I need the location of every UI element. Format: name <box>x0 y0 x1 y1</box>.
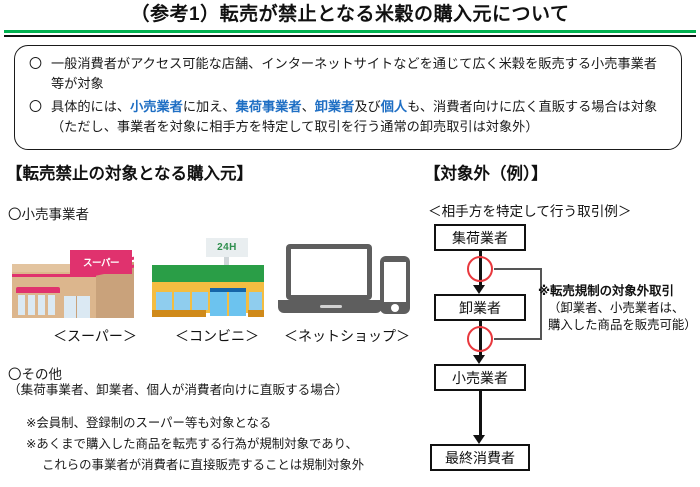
title-rule-black <box>4 35 696 37</box>
right-section-heading: 【対象外（例）】 <box>424 165 548 183</box>
convenience-store-window <box>249 292 262 310</box>
convenience-store-window <box>156 292 172 310</box>
note-line-1: ※会員制、登録制のスーパー等も対象となる <box>26 416 272 430</box>
flow-node-retailer: 小売業者 <box>434 364 526 391</box>
convenience-store-door <box>210 292 246 316</box>
supermarket-front-stripe <box>12 274 96 277</box>
supermarket-roof <box>12 264 96 273</box>
convenience-store-band <box>152 282 264 290</box>
flow-arrowhead-3 <box>473 435 485 444</box>
laptop-smartphone-icon <box>278 240 412 318</box>
convenience-store-icon: 24H <box>148 238 268 318</box>
convenience-store-door-frame <box>210 288 246 292</box>
bullet-item-2: 〇 具体的には、小売業者に加え、集荷事業者、卸業者及び個人も、消費者向けに広く直… <box>29 97 669 137</box>
flow-arrow-3 <box>478 391 482 438</box>
retail-label: 〇小売事業者 <box>8 207 89 222</box>
laptop-screen <box>291 249 367 295</box>
bullet-seg: 具体的には、 <box>51 99 131 114</box>
flow-node-collector: 集荷業者 <box>434 224 526 251</box>
annotation-bracket-top <box>494 268 542 270</box>
smartphone-home-button <box>391 304 399 312</box>
supermarket-window <box>38 295 45 315</box>
summary-box: 〇 一般消費者がアクセス可能な店舗、インターネットサイトなどを通じて広く米穀を販… <box>14 45 682 150</box>
supermarket-window <box>48 295 55 315</box>
annotation-line-1: （卸業者、小売業者は、 <box>548 301 685 315</box>
bullet-seg: 、 <box>301 99 315 114</box>
convenience-store-base <box>248 310 264 317</box>
caption-supermarket: ＜スーパー＞ <box>53 328 137 344</box>
convenience-store-window <box>174 292 190 310</box>
convenience-store-sign-text: 24H <box>217 242 237 253</box>
left-section-heading: 【転売禁止の対象となる購入元】 <box>6 165 254 183</box>
supermarket-window <box>28 295 35 315</box>
bullet-item-1: 〇 一般消費者がアクセス可能な店舗、インターネットサイトなどを通じて広く米穀を販… <box>29 54 669 94</box>
flow-arrowhead-2 <box>473 355 485 364</box>
convenience-store-sign: 24H <box>206 238 248 257</box>
red-circle-marker-2 <box>467 326 493 352</box>
note-line-2: ※あくまで購入した商品を転売する行為が規制対象であり、 <box>26 437 358 451</box>
convenience-store-base <box>152 310 206 317</box>
highlight-retailer: 小売業者 <box>130 99 183 114</box>
highlight-wholesaler: 卸業者 <box>314 99 355 114</box>
bullet-seg: に加え、 <box>182 99 236 114</box>
highlight-individual: 個人 <box>380 99 408 114</box>
supermarket-sign-text: スーパー <box>83 258 119 269</box>
supermarket-awning <box>16 287 60 293</box>
annotation-bracket-vertical <box>540 268 542 339</box>
bullet-marker: 〇 <box>29 56 43 71</box>
red-circle-marker-1 <box>467 256 493 282</box>
laptop-trackpad <box>320 305 342 308</box>
supermarket-door <box>64 296 90 318</box>
smartphone-screen <box>384 262 406 302</box>
bullet-text: 一般消費者がアクセス可能な店舗、インターネットサイトなどを通じて広く米穀を販売す… <box>51 56 657 91</box>
bullet-text: 具体的には、小売業者に加え、集荷事業者、卸業者及び個人も、消費者向けに広く直販す… <box>51 97 669 137</box>
page-title: （参考1）転売が禁止となる米穀の購入元について <box>130 4 570 25</box>
bullet-seg: も、消費者向けに広く直販する場合は対象（ただし、事業者を対象に相手方を特定して取… <box>51 99 658 134</box>
other-description: （集荷事業者、卸業者、個人が消費者向けに直販する場合） <box>8 383 349 397</box>
page-title-wrap: （参考1）転売が禁止となる米穀の購入元について <box>0 2 700 28</box>
flow-node-wholesaler: 卸業者 <box>434 294 526 321</box>
exemption-annotation: ※転売規制の対象外取引 （卸業者、小売業者は、 購入した商品を販売可能） <box>538 283 700 334</box>
illustration-row: スーパー 24H <box>0 222 420 322</box>
flow-caption: ＜相手方を特定して行う取引例＞ <box>428 204 632 219</box>
flow-arrowhead-1 <box>473 285 485 294</box>
supermarket-window <box>18 295 25 315</box>
bullet-marker: 〇 <box>29 99 43 114</box>
highlight-collector: 集荷事業者 <box>235 99 302 114</box>
caption-net-shop: ＜ネットショップ＞ <box>284 328 410 344</box>
annotation-bracket-bottom <box>494 338 542 340</box>
convenience-store-roof <box>152 265 264 282</box>
bullet-seg: 及び <box>354 99 381 114</box>
convenience-store-sign-pole <box>224 257 229 266</box>
annotation-headline: ※転売規制の対象外取引 <box>538 284 674 298</box>
other-label: 〇その他 <box>8 367 62 382</box>
convenience-store-window <box>192 292 208 310</box>
annotation-line-2: 購入した商品を販売可能） <box>548 318 697 332</box>
flow-node-final-consumer: 最終消費者 <box>430 444 530 471</box>
left-notes: ※会員制、登録制のスーパー等も対象となる ※あくまで購入した商品を転売する行為が… <box>26 413 364 476</box>
caption-convenience-store: ＜コンビニ＞ <box>175 328 259 344</box>
title-rule-green <box>4 30 696 33</box>
supermarket-icon: スーパー <box>12 250 134 318</box>
note-line-3: これらの事業者が消費者に直接販売することは規制対象外 <box>42 458 365 472</box>
supermarket-sign: スーパー <box>70 250 132 274</box>
